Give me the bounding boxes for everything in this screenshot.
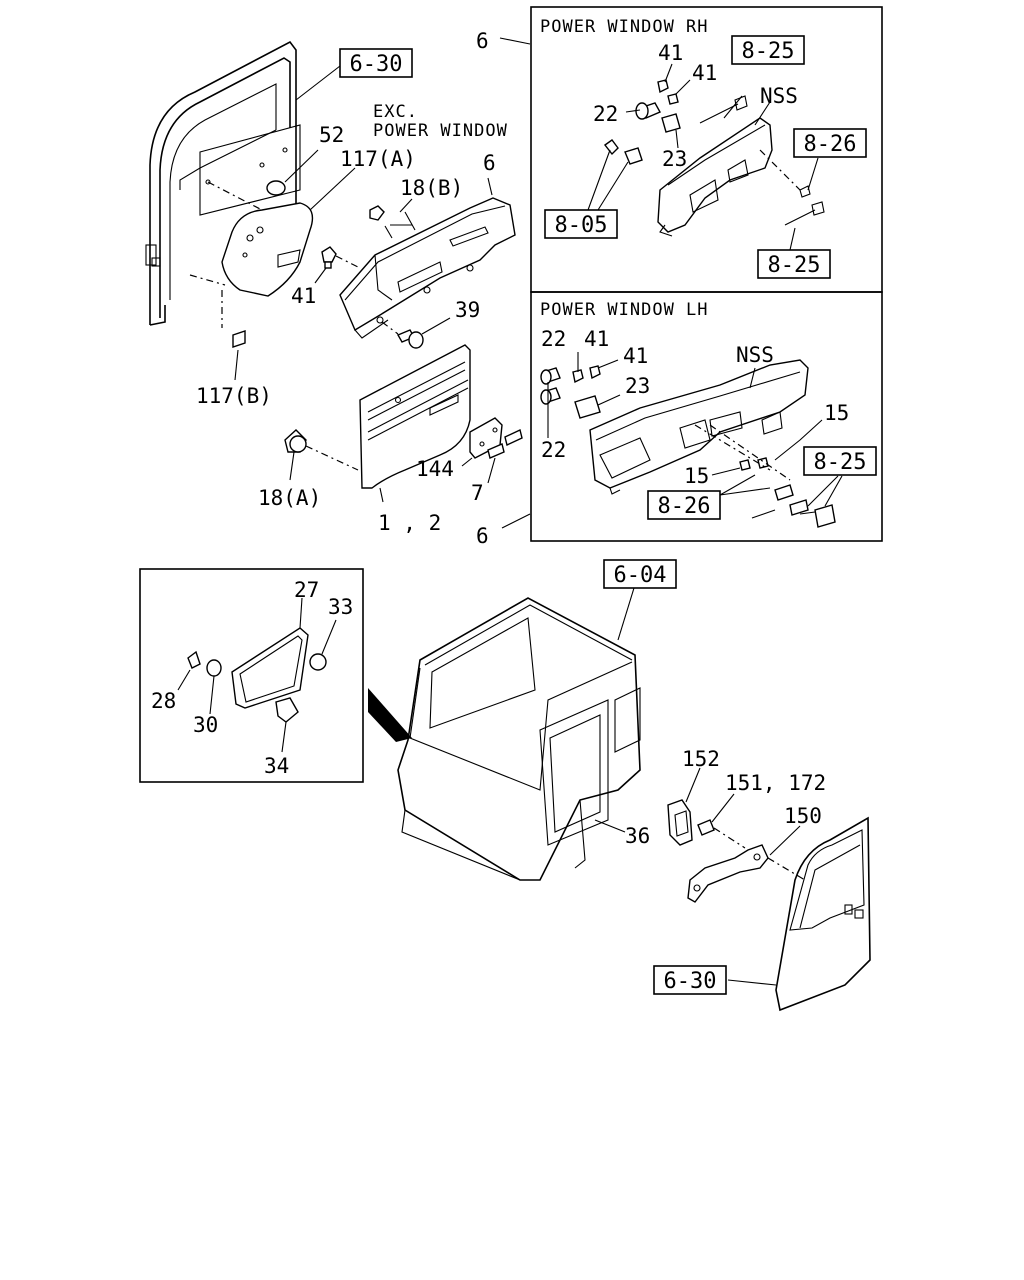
ref-door-top: 6-30 [350, 52, 403, 77]
label-lh-41b: 41 [623, 344, 648, 368]
label-6-main: 6 [483, 151, 496, 175]
seal-117b [232, 330, 246, 348]
lh-screws-22 [540, 367, 561, 405]
label-117b: 117(B) [196, 384, 272, 408]
label-7: 7 [471, 481, 484, 505]
leader [713, 827, 746, 849]
lh-clips-41 [572, 365, 601, 419]
label-rh-22: 22 [593, 102, 618, 126]
inset-power-window-lh [530, 291, 883, 542]
door-frame-top [145, 40, 297, 326]
label-lh-nss: NSS [736, 343, 774, 367]
bolt-151-172 [697, 819, 715, 836]
lh-regulator-trim [589, 359, 809, 495]
label-rh-41a: 41 [658, 41, 683, 65]
label-36: 36 [625, 824, 650, 848]
clip-41 [321, 246, 337, 269]
label-18a: 18(A) [258, 486, 321, 510]
ref-rh-switch: 8-26 [804, 132, 857, 157]
sealing-sheet-117a [221, 202, 314, 297]
ref-box-lh-switch[interactable]: 8-26 [647, 490, 721, 520]
label-39: 39 [455, 298, 480, 322]
ref-lh-switch: 8-26 [658, 494, 711, 519]
lh-connectors-15 [739, 457, 836, 528]
cab-body [397, 597, 641, 881]
ref-cab: 6-04 [614, 563, 667, 588]
vent-parts [187, 650, 327, 723]
rh-clip-41 [657, 79, 681, 133]
label-33: 33 [328, 595, 353, 619]
leader [767, 857, 806, 881]
ref-rh-motor: 8-05 [555, 213, 608, 238]
ref-box-rh-harness-bottom[interactable]: 8-25 [757, 249, 831, 279]
ref-box-lh-harness[interactable]: 8-25 [803, 446, 877, 476]
label-lh-22a: 22 [541, 327, 566, 351]
label-28: 28 [151, 689, 176, 713]
label-27: 27 [294, 578, 319, 602]
label-lh-15a: 15 [824, 401, 849, 425]
label-34: 34 [264, 754, 289, 778]
exc-note-line2: POWER WINDOW [373, 121, 508, 141]
label-151-172: 151, 172 [725, 771, 826, 795]
label-144: 144 [416, 457, 454, 481]
leader [189, 274, 226, 286]
exc-note-line1: EXC. [373, 102, 418, 122]
label-lh-41a: 41 [584, 327, 609, 351]
label-30: 30 [193, 713, 218, 737]
armrest-6 [339, 197, 516, 339]
ref-box-door-top[interactable]: 6-30 [339, 48, 413, 78]
label-rh-23: 23 [662, 147, 687, 171]
rh-title: POWER WINDOW RH [540, 17, 709, 37]
door-inner-plate [199, 124, 301, 216]
leader [709, 424, 791, 481]
rh-regulator-trim [657, 117, 773, 237]
label-1-2: 1 , 2 [378, 511, 441, 535]
label-lh-15b: 15 [684, 464, 709, 488]
label-52: 52 [319, 123, 344, 147]
clip-18a [284, 429, 307, 453]
handle-150 [687, 844, 769, 903]
cover-7 [487, 429, 523, 459]
label-lh-22b: 22 [541, 438, 566, 462]
leader [305, 445, 359, 471]
leader [335, 255, 361, 269]
door-trim-1-2 [359, 344, 471, 489]
screw-39 [396, 329, 424, 349]
label-152: 152 [682, 747, 720, 771]
leader [381, 321, 399, 335]
ref-door-bottom: 6-30 [664, 969, 717, 994]
ref-box-door-bottom[interactable]: 6-30 [653, 965, 727, 995]
ref-box-cab[interactable]: 6-04 [603, 559, 677, 589]
label-lh-23: 23 [625, 374, 650, 398]
label-rh-nss: NSS [760, 84, 798, 108]
rh-motor-connectors [603, 139, 643, 165]
door-frame-bottom [775, 816, 871, 1012]
ref-rh-harness-bottom: 8-25 [768, 253, 821, 278]
leader [759, 149, 801, 191]
label-rh-41b: 41 [692, 61, 717, 85]
ref-rh-harness-top: 8-25 [742, 39, 795, 64]
ref-lh-harness: 8-25 [814, 450, 867, 475]
clip-18b [369, 205, 385, 221]
label-18b: 18(B) [400, 176, 463, 200]
hole-plug-52 [266, 180, 286, 196]
ref-box-rh-motor[interactable]: 8-05 [544, 209, 618, 239]
vent-seal-27 [231, 627, 309, 709]
view-arrow [368, 688, 412, 742]
label-117a: 117(A) [340, 147, 416, 171]
ref-box-rh-harness-top[interactable]: 8-25 [731, 35, 805, 65]
ref-box-rh-switch[interactable]: 8-26 [793, 128, 867, 158]
label-6-top: 6 [476, 29, 489, 53]
leader [694, 424, 771, 471]
label-41-main: 41 [291, 284, 316, 308]
inset-vent-window [139, 568, 364, 783]
rh-screw-22 [635, 102, 661, 120]
stay-152 [667, 799, 693, 846]
label-150: 150 [784, 804, 822, 828]
lh-title: POWER WINDOW LH [540, 300, 709, 320]
label-6-bottom: 6 [476, 524, 489, 548]
